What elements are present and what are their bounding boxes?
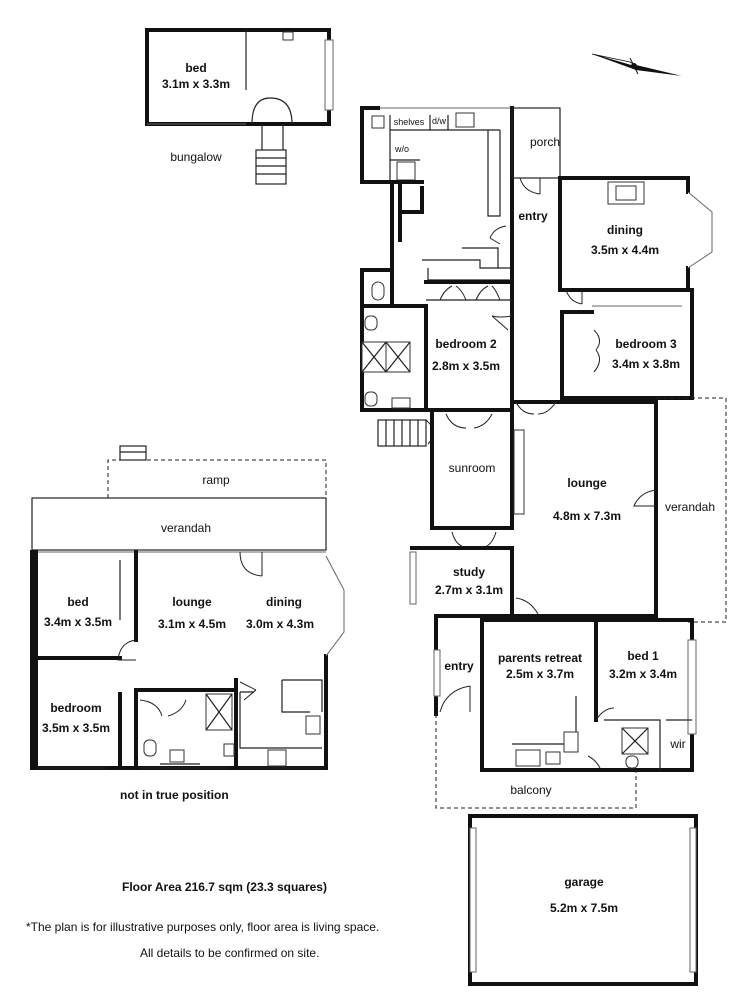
floor-area-text: Floor Area 216.7 sqm (23.3 squares) xyxy=(122,880,327,894)
dining-left-size: 3.0m x 4.3m xyxy=(246,617,314,631)
verandah-left-label: verandah xyxy=(161,521,211,535)
not-in-true-position-note: not in true position xyxy=(120,788,229,802)
dining-main-name: dining xyxy=(607,223,643,237)
parents-retreat-name: parents retreat xyxy=(498,651,582,665)
bedroom3-size: 3.4m x 3.8m xyxy=(612,357,680,371)
dining-main-size: 3.5m x 4.4m xyxy=(591,243,659,257)
porch-label: porch xyxy=(530,135,560,149)
left-house: ramp verandah bed 3.4m x 3.5m bedroom 3.… xyxy=(30,445,345,770)
main-house: shelves d/w w/o bedroom 2 2.8m x 3.5m xyxy=(360,106,727,986)
balcony-label: balcony xyxy=(510,783,551,797)
bedroom-left-size: 3.5m x 3.5m xyxy=(42,721,110,735)
wir-label: wir xyxy=(669,737,685,751)
north-arrow-icon xyxy=(591,53,682,76)
garage-name: garage xyxy=(564,875,604,889)
verandah-main-label: verandah xyxy=(665,500,715,514)
bungalow-bed-size: 3.1m x 3.3m xyxy=(162,77,230,91)
confirm-text: All details to be confirmed on site. xyxy=(140,946,320,960)
lounge-main-size: 4.8m x 7.3m xyxy=(553,509,621,523)
bedroom3-name: bedroom 3 xyxy=(615,337,677,351)
bungalow: bed 3.1m x 3.3m bungalow xyxy=(145,28,334,185)
lounge-left-size: 3.1m x 4.5m xyxy=(158,617,226,631)
dw-label: d/w xyxy=(432,116,447,126)
bed-left-size: 3.4m x 3.5m xyxy=(44,615,112,629)
study-size: 2.7m x 3.1m xyxy=(435,583,503,597)
disclaimer-text: *The plan is for illustrative purposes o… xyxy=(26,920,380,934)
entry-lower-label: entry xyxy=(444,659,474,673)
wo-label: w/o xyxy=(394,144,409,154)
bed1-name: bed 1 xyxy=(627,649,659,663)
study-name: study xyxy=(453,565,485,579)
dining-left-name: dining xyxy=(266,595,302,609)
lounge-main-name: lounge xyxy=(567,476,607,490)
sunroom-label: sunroom xyxy=(449,461,496,475)
bedroom-left-name: bedroom xyxy=(50,701,101,715)
shelves-label: shelves xyxy=(394,117,425,127)
entry-main-label: entry xyxy=(518,209,548,223)
ramp-label: ramp xyxy=(202,473,230,487)
parents-retreat-size: 2.5m x 3.7m xyxy=(506,667,574,681)
bungalow-label: bungalow xyxy=(170,150,222,164)
bedroom2-size: 2.8m x 3.5m xyxy=(432,359,500,373)
bungalow-bed-name: bed xyxy=(185,61,206,75)
bed1-size: 3.2m x 3.4m xyxy=(609,667,677,681)
bedroom2-name: bedroom 2 xyxy=(435,337,497,351)
lounge-left-name: lounge xyxy=(172,595,212,609)
garage-size: 5.2m x 7.5m xyxy=(550,901,618,915)
bed-left-name: bed xyxy=(67,595,88,609)
